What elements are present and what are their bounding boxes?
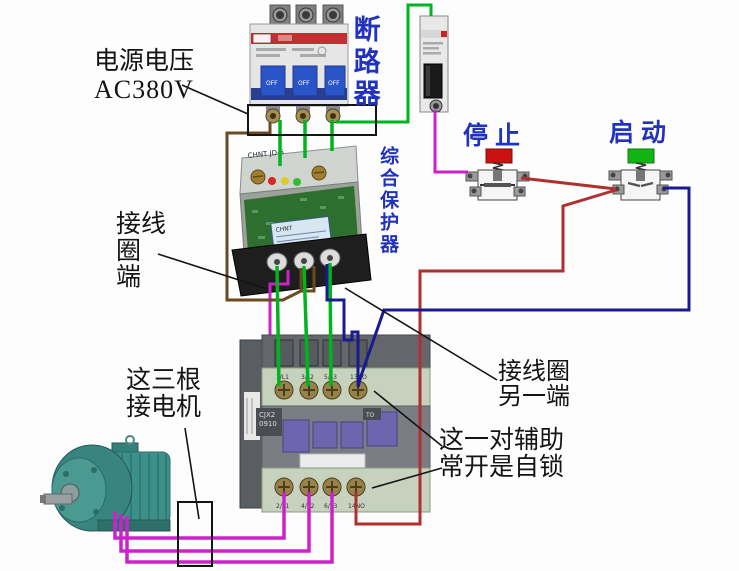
mini-breaker-device — [419, 15, 449, 113]
power-voltage-label: 电源电压 AC380V — [94, 48, 195, 104]
motor-protector-device: CHNT CHNT JD-5 — [231, 145, 372, 297]
led-green — [293, 178, 301, 186]
contactor-device: 1/L1 3/L2 5/L3 13NO CJX2 0910 TO 2/T1 4/… — [239, 334, 431, 513]
wire-blue-start-to-aux — [356, 186, 691, 388]
start-button-cap[interactable] — [627, 148, 655, 164]
coil-end-line2: 圈 — [116, 237, 142, 265]
wire-control-green-loop — [336, 3, 433, 124]
wire-phase1-green-bottom — [275, 265, 281, 387]
breaker-red-stripe — [251, 33, 347, 44]
power-voltage-line1: 电源电压 — [94, 48, 195, 75]
led-yellow — [281, 177, 289, 185]
callout-line-coil-end — [157, 253, 268, 290]
start-button-spring — [635, 162, 647, 171]
contactor-model-1: CJX2 — [259, 411, 275, 419]
breaker-label: 断路器 — [348, 15, 380, 111]
annotation-lines — [157, 84, 498, 567]
coil-end-line3: 端 — [116, 264, 142, 291]
breaker-toggle-handles[interactable]: OFF OFF OFF — [260, 65, 346, 97]
three-wires-label: 这三根 接电机 — [126, 367, 202, 421]
stop-label: 停止 — [463, 121, 528, 150]
motor-device — [40, 435, 171, 532]
power-voltage-line2: AC380V — [94, 74, 194, 104]
toggle-off-1: OFF — [266, 80, 278, 87]
wire-motor-t2 — [119, 492, 311, 553]
protector-label: 综合保护器 — [377, 146, 400, 256]
wire-blue-coil-other-end — [325, 264, 360, 386]
three-wires-line2: 接电机 — [126, 393, 202, 421]
wire-phase2-green-bottom — [302, 265, 310, 387]
wire-motor-t1 — [113, 492, 286, 540]
protector-pcb-brand: CHNT — [275, 225, 293, 234]
aux-selflock-label: 这一对辅助 常开是自锁 — [439, 427, 565, 481]
wire-magenta-to-stop — [433, 110, 468, 174]
contactor-aux-mark: TO — [365, 412, 375, 419]
coil-end-label: 接线 圈 端 — [116, 211, 167, 292]
callout-box-motor-wires — [177, 501, 213, 567]
contactor-top-screws — [274, 380, 368, 400]
wire-motor-t3 — [125, 492, 334, 564]
toggle-off-3: OFF — [328, 80, 340, 87]
stop-button-device[interactable] — [465, 148, 530, 201]
coil-other-end-label: 接线圈 另一端 — [498, 359, 570, 411]
callout-line-aux-top — [373, 390, 443, 447]
wire-red-stop-to-start — [520, 176, 617, 191]
wire-red-selflock — [354, 188, 617, 526]
mini-breaker-red-chip — [441, 31, 447, 37]
start-label: 启动 — [609, 118, 674, 147]
stop-button-cap[interactable] — [485, 148, 513, 164]
callout-line-coil-other — [344, 287, 498, 381]
start-button-body — [620, 169, 661, 201]
aux-line2: 常开是自锁 — [439, 453, 565, 481]
three-wires-line1: 这三根 — [126, 367, 202, 394]
coil-end-line1: 接线 — [116, 211, 167, 238]
terminal-label-1L1: 1/L1 — [276, 374, 289, 381]
callout-line-power — [181, 84, 249, 115]
coil-other-line1: 接线圈 — [498, 359, 570, 385]
callout-line-three-wires — [184, 427, 200, 520]
led-red — [268, 177, 276, 185]
coil-other-line2: 另一端 — [498, 384, 570, 411]
motor-shaft — [43, 493, 73, 505]
callout-line-aux-bottom — [371, 467, 443, 489]
callout-box-breaker-terminals — [247, 104, 377, 136]
protector-brand-text: CHNT JD-5 — [247, 148, 284, 160]
breaker-bottom-terminals — [265, 106, 341, 124]
stop-button-spring — [492, 162, 504, 171]
wire-phase3-green-bottom — [328, 262, 333, 387]
breaker-top-terminals — [272, 7, 341, 23]
start-button-device[interactable] — [608, 148, 673, 201]
contactor-model-2: 0910 — [259, 420, 277, 428]
aux-line1: 这一对辅助 — [439, 427, 565, 454]
contactor-bottom-screws — [274, 477, 366, 497]
toggle-off-2: OFF — [298, 80, 310, 87]
